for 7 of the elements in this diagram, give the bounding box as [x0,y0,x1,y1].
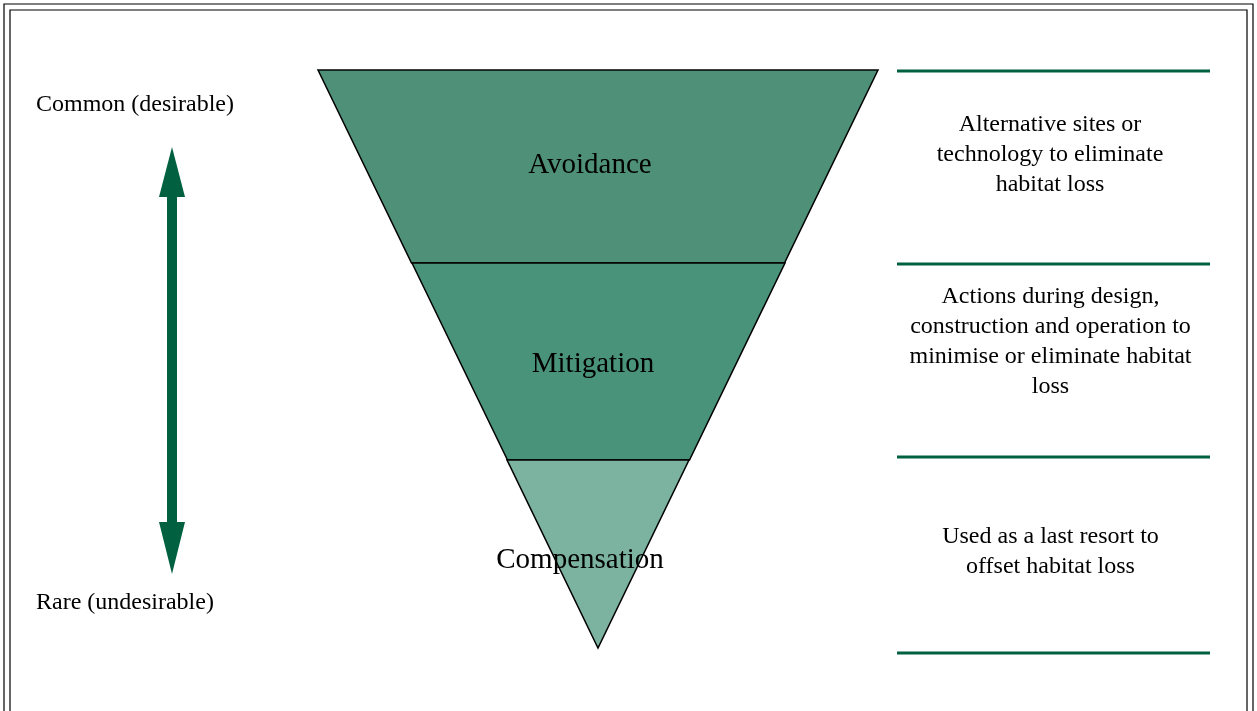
scale-label: Common (desirable) [36,90,234,117]
scale-label: Rare (undesirable) [36,588,214,615]
description-text: Actions during design, construction and operation to minimise or eliminate habitat loss [908,281,1193,400]
description-text: Alternative sites or technology to eliminate habitat loss [935,109,1165,198]
description-text: Used as a last resort to offset habitat loss [941,521,1160,580]
band-label: Mitigation [531,345,655,379]
band-label: Avoidance [528,146,652,180]
